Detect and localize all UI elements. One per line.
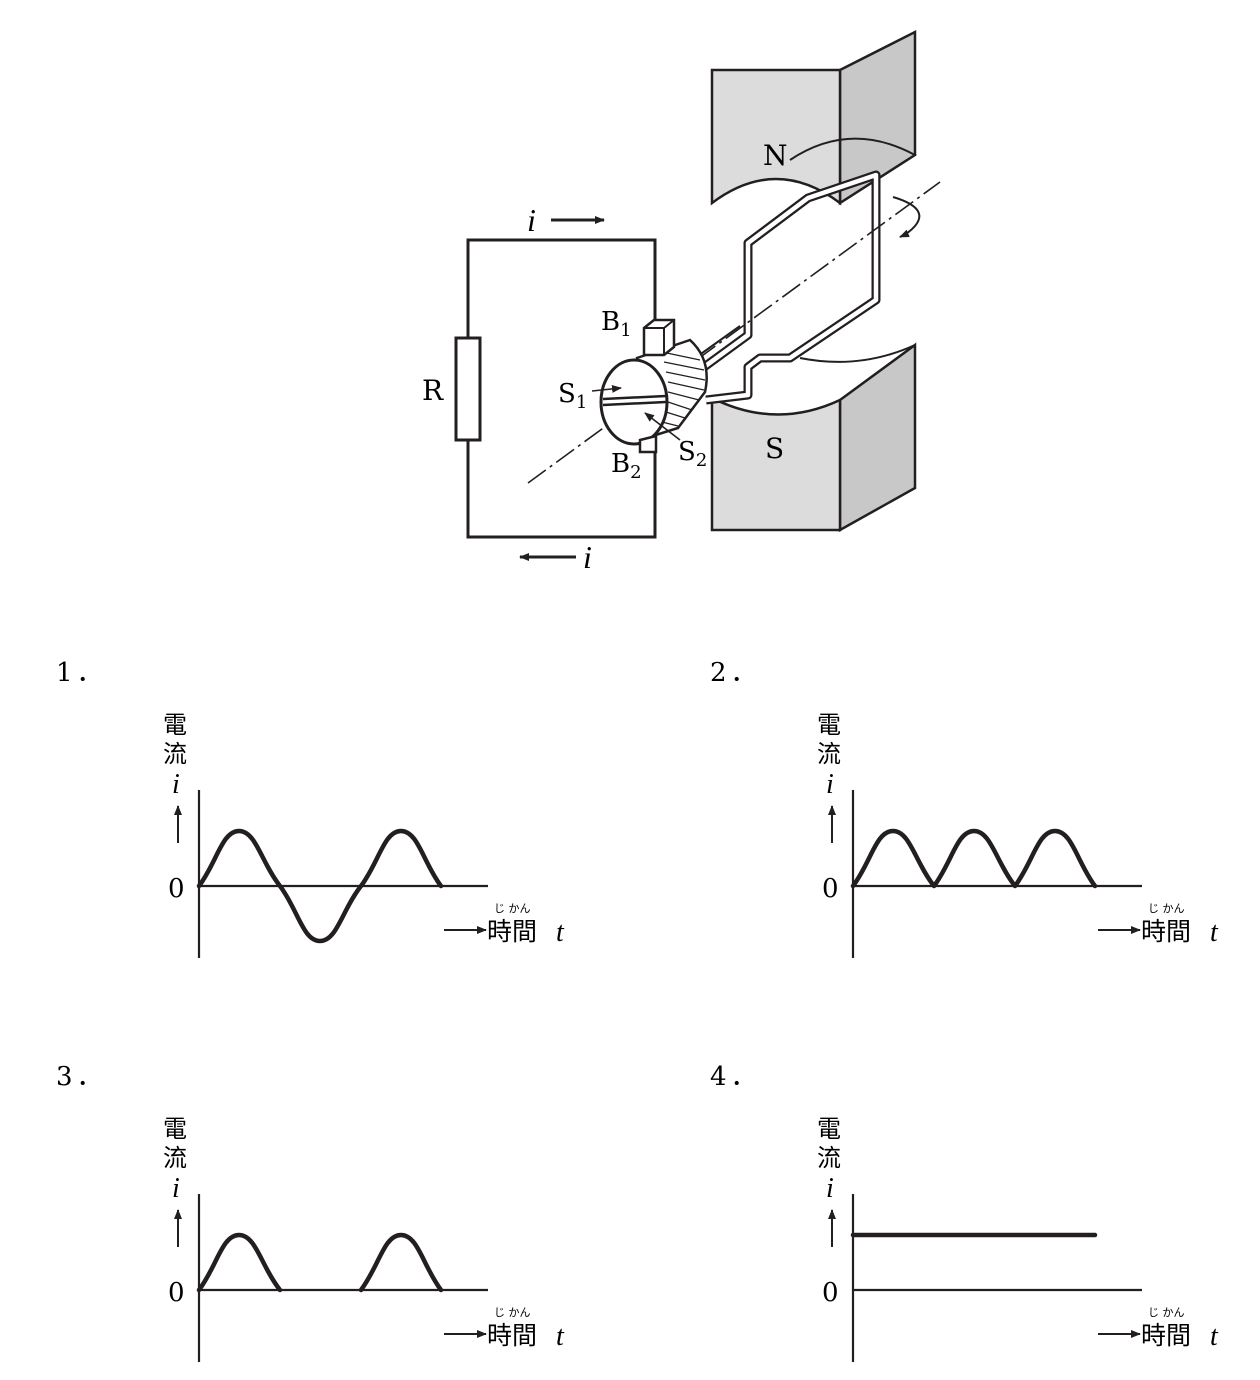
waveform-half-wave bbox=[196, 1232, 444, 1293]
segment2-label: S2 bbox=[678, 437, 707, 471]
option-number: 3． bbox=[56, 1062, 107, 1092]
rotation-axis bbox=[527, 181, 941, 484]
north-magnet: N bbox=[710, 29, 917, 206]
y-axis-label-char-2: 流 bbox=[163, 740, 187, 768]
option-2: 2． 電 流 i 0 じ かん 時間 t bbox=[710, 658, 1219, 958]
zero-label: 0 bbox=[168, 874, 185, 904]
y-axis-symbol: i bbox=[172, 1173, 180, 1204]
x-axis-ruby: じ かん bbox=[1148, 1306, 1185, 1319]
x-axis-symbol: t bbox=[1210, 917, 1219, 948]
resistor bbox=[454, 336, 482, 442]
x-axis-symbol: t bbox=[1210, 1321, 1219, 1352]
option-3: 3． 電 流 i 0 じ かん 時間 t bbox=[56, 1062, 565, 1362]
zero-label: 0 bbox=[168, 1278, 185, 1308]
y-axis-label-char-2: 流 bbox=[817, 1144, 841, 1172]
y-axis-symbol: i bbox=[826, 769, 834, 800]
option-number: 1． bbox=[56, 658, 107, 688]
y-axis-label-char-1: 電 bbox=[817, 1115, 841, 1143]
circuit-wire-top bbox=[466, 238, 657, 338]
option-1: 1． 電 流 i 0 じ かん 時間 t bbox=[56, 658, 565, 958]
brush2-label: B2 bbox=[611, 449, 642, 483]
waveform-full-wave bbox=[850, 828, 1098, 889]
y-axis-label-char-1: 電 bbox=[163, 711, 187, 739]
option-4: 4． 電 流 i 0 じ かん 時間 t bbox=[710, 1062, 1219, 1362]
x-axis-label: 時間 bbox=[1141, 1321, 1191, 1350]
zero-label: 0 bbox=[822, 874, 839, 904]
brush-2 bbox=[638, 434, 658, 454]
y-axis-label-char-1: 電 bbox=[163, 1115, 187, 1143]
resistor-label: R bbox=[422, 374, 444, 407]
x-axis-ruby: じ かん bbox=[494, 1306, 531, 1319]
segment2-pointer-icon bbox=[644, 412, 681, 441]
segment1-label: S1 bbox=[558, 379, 587, 413]
south-pole-label: S bbox=[765, 432, 784, 465]
coil bbox=[697, 170, 881, 405]
zero-label: 0 bbox=[822, 1278, 839, 1308]
waveform-sine bbox=[196, 828, 444, 944]
current-label-bottom: i bbox=[583, 539, 592, 575]
north-pole-label: N bbox=[763, 139, 788, 172]
y-axis-label-char-1: 電 bbox=[817, 711, 841, 739]
y-axis-label-char-2: 流 bbox=[817, 740, 841, 768]
current-label-top: i bbox=[527, 202, 536, 238]
brush-1 bbox=[642, 318, 676, 357]
y-axis-symbol: i bbox=[172, 769, 180, 800]
option-number: 4． bbox=[710, 1062, 761, 1092]
x-axis-label: 時間 bbox=[487, 917, 537, 946]
x-axis-label: 時間 bbox=[1141, 917, 1191, 946]
option-number: 2． bbox=[710, 658, 761, 688]
x-axis-symbol: t bbox=[556, 917, 565, 948]
y-axis-symbol: i bbox=[826, 1173, 834, 1204]
y-axis-label-char-2: 流 bbox=[163, 1144, 187, 1172]
brush1-label: B1 bbox=[601, 307, 632, 341]
segment1-pointer-icon bbox=[591, 384, 622, 393]
x-axis-ruby: じ かん bbox=[494, 902, 531, 915]
generator-diagram: R i i N S bbox=[422, 29, 941, 575]
x-axis-ruby: じ かん bbox=[1148, 902, 1185, 915]
rotation-arrow-icon bbox=[892, 196, 921, 238]
x-axis-label: 時間 bbox=[487, 1321, 537, 1350]
south-magnet: S bbox=[710, 342, 917, 533]
x-axis-symbol: t bbox=[556, 1321, 565, 1352]
circuit-wire-bottom bbox=[466, 440, 657, 539]
